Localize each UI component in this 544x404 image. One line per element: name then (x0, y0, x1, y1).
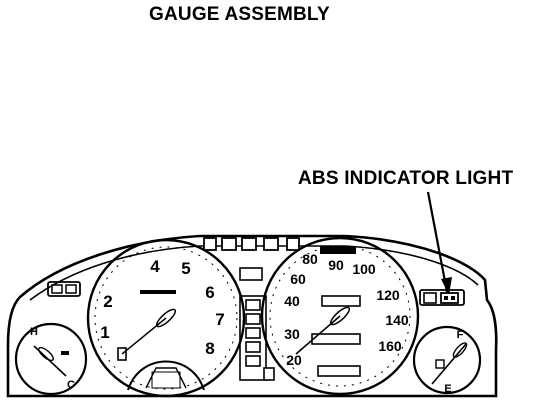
fuel-gauge: F E (412, 325, 482, 395)
speed-label-20: 20 (286, 352, 302, 368)
abs-indicator-callout-label: ABS INDICATOR LIGHT (298, 168, 514, 189)
diagram-title: GAUGE ASSEMBLY (149, 4, 330, 25)
cluster-housing (6, 234, 498, 398)
abs-indicator-leader (426, 191, 452, 295)
tach-label-2: 2 (103, 292, 112, 311)
speed-label-60: 60 (290, 271, 306, 287)
temp-label-hot: H (30, 326, 38, 338)
speed-label-90: 90 (328, 257, 344, 273)
temp-label-cold: C (67, 379, 75, 391)
top-indicator-lamps (203, 237, 300, 251)
tach-label-5: 5 (181, 259, 190, 278)
fuel-label-empty: E (444, 383, 451, 395)
speed-label-100: 100 (352, 261, 376, 277)
speed-label-140: 140 (385, 312, 409, 328)
tach-label-8: 8 (205, 339, 214, 358)
tach-label-7: 7 (215, 310, 224, 329)
speed-label-120: 120 (376, 287, 400, 303)
fuel-label-full: F (457, 329, 464, 341)
left-indicator-icons (51, 284, 77, 294)
tach-label-4: 4 (150, 257, 160, 276)
speed-label-30: 30 (284, 326, 300, 342)
speedometer: 20 30 40 60 80 90 100 120 140 160 (260, 236, 420, 396)
speed-label-80: 80 (302, 251, 318, 267)
speed-label-40: 40 (284, 293, 300, 309)
tach-label-6: 6 (205, 283, 214, 302)
tachometer: 1 2 4 5 6 7 8 (86, 238, 246, 398)
speed-label-160: 160 (378, 338, 402, 354)
tach-label-1: 1 (100, 323, 109, 342)
temperature-gauge: H C (14, 322, 88, 396)
abs-indicator-lamp (423, 292, 459, 304)
